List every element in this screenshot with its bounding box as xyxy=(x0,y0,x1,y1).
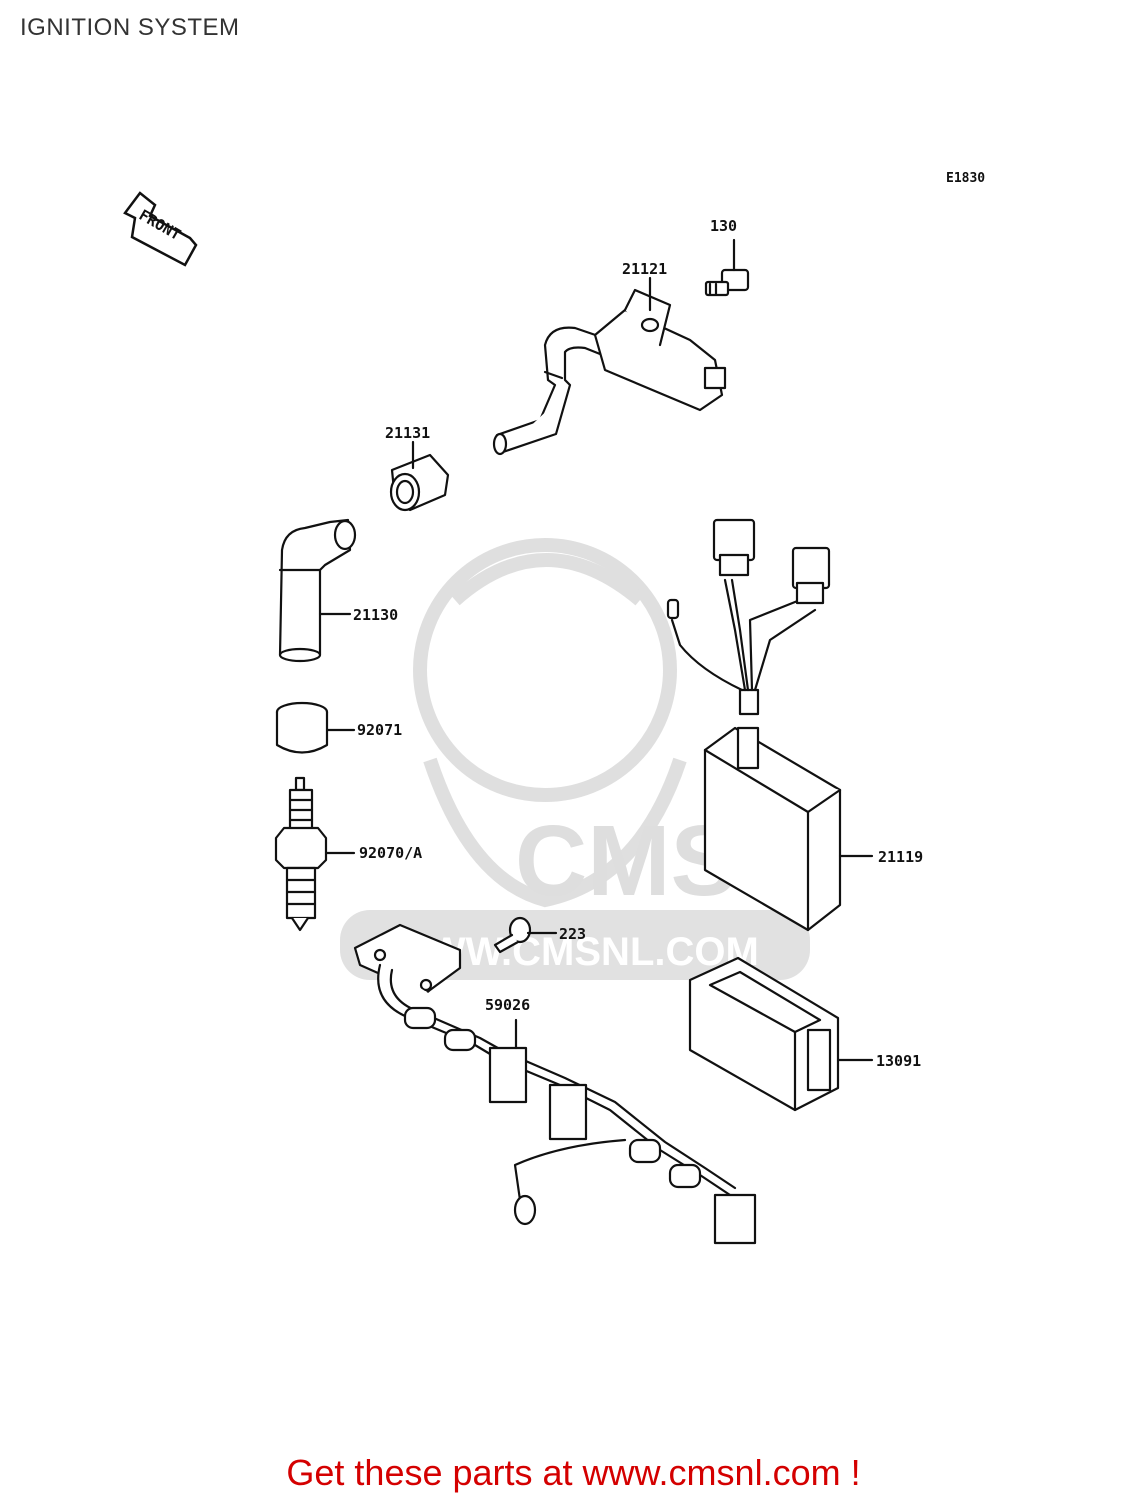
watermark-cap-icon xyxy=(450,553,645,606)
spark-plug-92070A-icon xyxy=(274,776,328,932)
part-label-13091: 13091 xyxy=(876,1052,921,1070)
page-title: IGNITION SYSTEM xyxy=(20,14,240,41)
part-label-21121: 21121 xyxy=(622,260,667,278)
diagram-code: E1830 xyxy=(946,171,986,186)
cap-92071-icon xyxy=(275,701,329,754)
cms-watermark xyxy=(413,538,687,908)
ignition-coil-21121-icon xyxy=(492,288,727,456)
screw-223-icon xyxy=(493,916,532,954)
bolt-130-icon xyxy=(704,268,750,297)
watermark-body-icon xyxy=(423,757,687,908)
cover-13091-icon xyxy=(688,956,840,1112)
watermark-brand: CMS xyxy=(515,805,737,917)
part-label-21131: 21131 xyxy=(385,424,430,442)
watermark-head-icon xyxy=(413,538,677,802)
part-label-59026: 59026 xyxy=(485,996,530,1014)
front-arrow-icon: FRONT xyxy=(123,191,198,267)
part-label-130: 130 xyxy=(710,217,737,235)
part-label-21119: 21119 xyxy=(878,848,923,866)
footer-cta-link[interactable]: Get these parts at www.cmsnl.com ! xyxy=(286,1452,861,1493)
part-label-21130: 21130 xyxy=(353,606,398,624)
igniter-21119-icon xyxy=(666,518,842,932)
pickup-coil-59026-icon xyxy=(353,923,757,1245)
part-label-92071: 92071 xyxy=(357,721,402,739)
seal-21131-icon xyxy=(389,453,450,512)
part-label-223: 223 xyxy=(559,925,586,943)
plug-cap-21130-icon xyxy=(278,518,357,663)
part-label-92070A: 92070/A xyxy=(359,844,422,862)
